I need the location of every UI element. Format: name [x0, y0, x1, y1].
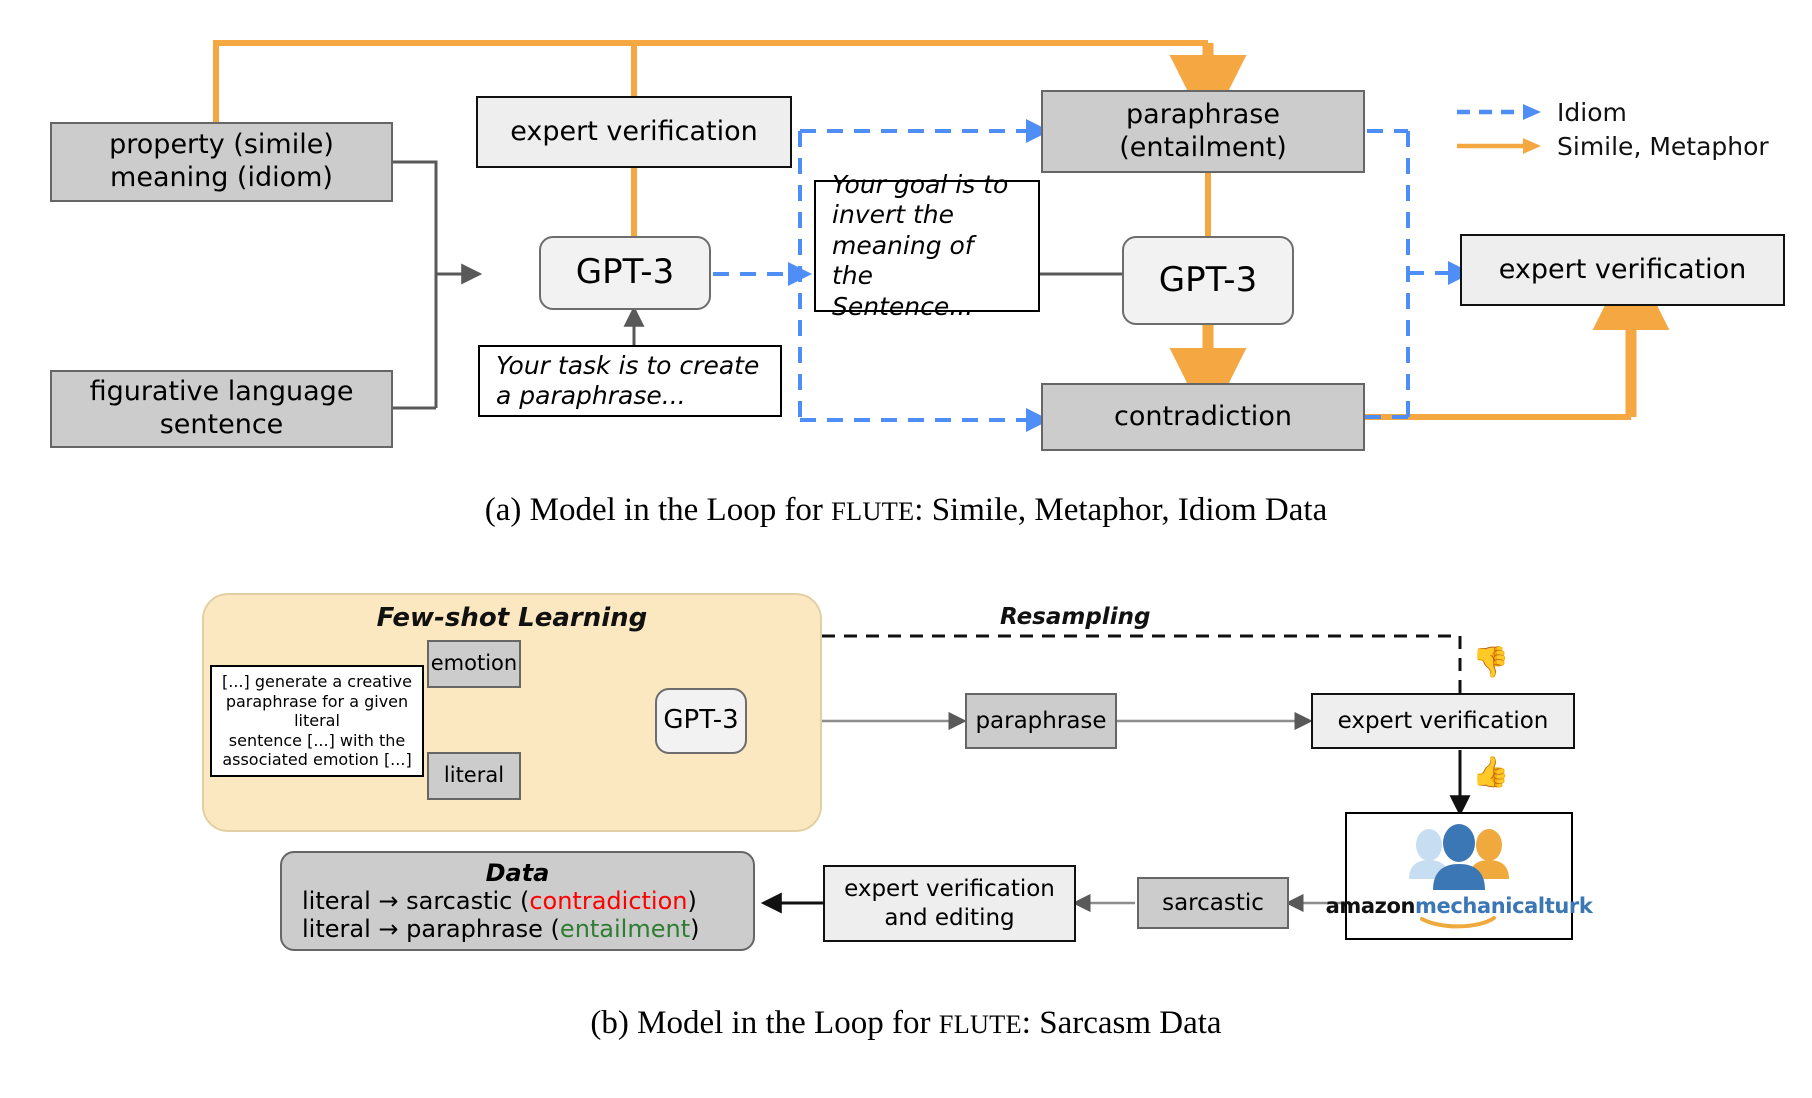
- data-box-line-1: literal → sarcastic (contradiction): [282, 887, 753, 915]
- emotion-label: emotion: [430, 651, 518, 676]
- prompt1-line-2: a paraphrase...: [496, 381, 686, 410]
- node-expert-verification-b[interactable]: expert verification: [1311, 693, 1575, 749]
- legend-label-idiom: Idiom: [1557, 97, 1627, 127]
- node-paraphrase-entailment[interactable]: paraphrase (entailment): [1041, 90, 1365, 173]
- node-prompt-invert-meaning[interactable]: Your goal is to invert the meaning of th…: [814, 170, 1040, 321]
- amazon-swoosh-icon: [1420, 915, 1496, 928]
- fewshot-prompt-line-1: [...] generate a creative: [222, 672, 412, 692]
- few-shot-learning-title: Few-shot Learning: [376, 603, 648, 633]
- fewshot-prompt-line-4: associated emotion [...]: [222, 750, 412, 770]
- property-line-2: meaning (idiom): [110, 162, 333, 193]
- expert-edit-line-2: and editing: [884, 904, 1015, 931]
- node-paraphrase-b[interactable]: paraphrase: [965, 693, 1117, 749]
- mturk-people-icon: [1409, 823, 1509, 890]
- expert-edit-line-1: expert verification: [844, 876, 1055, 903]
- caption-a-prefix: (a) Model in the Loop for: [484, 492, 832, 528]
- legend-panel-a: Idiom Simile, Metaphor: [1455, 95, 1795, 163]
- data-line1-tag: contradiction: [529, 887, 688, 915]
- node-literal[interactable]: literal: [427, 752, 521, 800]
- paraphrase-line-1: paraphrase: [1126, 98, 1280, 130]
- node-gpt3-sarcasm[interactable]: GPT-3: [655, 688, 747, 754]
- node-expert-verification-editing[interactable]: expert verification and editing: [823, 865, 1076, 942]
- figurative-line-1: figurative language: [89, 376, 354, 408]
- mturk-mechanical-text: mechanical: [1415, 893, 1545, 918]
- caption-b-suffix: : Sarcasm Data: [1021, 1005, 1222, 1041]
- node-figurative-sentence[interactable]: figurative language sentence: [50, 370, 393, 448]
- gpt3-1-label: GPT-3: [575, 252, 675, 293]
- prompt2-line-1: Your goal is to: [832, 169, 1009, 199]
- caption-a-suffix: : Simile, Metaphor, Idiom Data: [914, 492, 1328, 528]
- node-fewshot-prompt[interactable]: [...] generate a creative paraphrase for…: [210, 665, 424, 777]
- fewshot-prompt-line-2: paraphrase for a given literal: [225, 691, 409, 731]
- prompt1-line-1: Your task is to create: [496, 350, 760, 380]
- node-gpt3-paraphrase[interactable]: GPT-3: [539, 236, 711, 310]
- data-line2-post: ): [690, 915, 700, 943]
- node-emotion[interactable]: emotion: [427, 640, 521, 688]
- node-property-meaning[interactable]: property (simile) meaning (idiom): [50, 122, 393, 202]
- sarcastic-label: sarcastic: [1162, 889, 1264, 916]
- caption-panel-b: (b) Model in the Loop for FLUTE: Sarcasm…: [0, 1005, 1812, 1042]
- prompt2-line-4: Sentence...: [832, 291, 974, 321]
- mturk-wordmark: amazonmechanicalturk: [1326, 894, 1593, 918]
- caption-b-flute: FLUTE: [938, 1009, 1022, 1039]
- gpt3-b-label: GPT-3: [663, 705, 739, 736]
- property-line-1: property (simile): [109, 129, 334, 161]
- node-prompt-create-paraphrase[interactable]: Your task is to create a paraphrase...: [478, 345, 782, 417]
- data-line1-pre: literal → sarcastic (: [302, 887, 530, 915]
- thumbs-up-icon: 👍: [1472, 755, 1510, 790]
- node-expert-verification-right[interactable]: expert verification: [1460, 234, 1785, 306]
- caption-b-prefix: (b) Model in the Loop for: [590, 1005, 939, 1041]
- paraphrase-line-2: (entailment): [1119, 131, 1287, 163]
- mturk-turk-text: turk: [1544, 893, 1593, 918]
- legend-row-idiom: Idiom: [1455, 95, 1795, 129]
- caption-a-flute: FLUTE: [831, 496, 915, 526]
- literal-label: literal: [443, 763, 505, 788]
- data-line1-post: ): [687, 887, 697, 915]
- node-data-summary[interactable]: Data literal → sarcastic (contradiction)…: [280, 851, 755, 951]
- thumbs-down-icon: 👎: [1472, 645, 1510, 680]
- node-gpt3-contradiction[interactable]: GPT-3: [1122, 236, 1294, 325]
- data-line2-tag: entailment: [559, 915, 691, 943]
- resampling-label: Resampling: [1000, 604, 1151, 630]
- fewshot-prompt-line-3: sentence [...] with the: [228, 730, 406, 750]
- data-box-title: Data: [485, 859, 550, 887]
- contradiction-label: contradiction: [1114, 400, 1292, 432]
- figurative-line-2: sentence: [159, 409, 284, 440]
- caption-panel-a: (a) Model in the Loop for FLUTE: Simile,…: [0, 492, 1812, 529]
- expert-verification-right-label: expert verification: [1498, 253, 1747, 285]
- expert-verification-b-label: expert verification: [1337, 707, 1549, 734]
- prompt2-line-2: invert the: [832, 200, 955, 230]
- legend-row-simile-metaphor: Simile, Metaphor: [1455, 129, 1795, 163]
- legend-dashed-arrow-icon: [1457, 104, 1541, 120]
- prompt2-line-3: meaning of the: [832, 230, 974, 291]
- paraphrase-b-label: paraphrase: [975, 707, 1107, 734]
- node-amazon-mechanical-turk[interactable]: amazonmechanicalturk: [1326, 812, 1593, 940]
- expert-verification-top-label: expert verification: [510, 115, 758, 147]
- gpt3-2-label: GPT-3: [1158, 259, 1258, 300]
- legend-label-simile-metaphor: Simile, Metaphor: [1557, 131, 1769, 161]
- node-expert-verification-top[interactable]: expert verification: [476, 96, 792, 168]
- legend-solid-arrow-icon: [1457, 138, 1541, 154]
- node-contradiction[interactable]: contradiction: [1041, 383, 1365, 451]
- data-line2-pre: literal → paraphrase (: [302, 915, 560, 943]
- data-box-line-2: literal → paraphrase (entailment): [282, 915, 753, 943]
- mturk-amazon-text: amazon: [1325, 893, 1416, 918]
- node-sarcastic[interactable]: sarcastic: [1137, 877, 1289, 929]
